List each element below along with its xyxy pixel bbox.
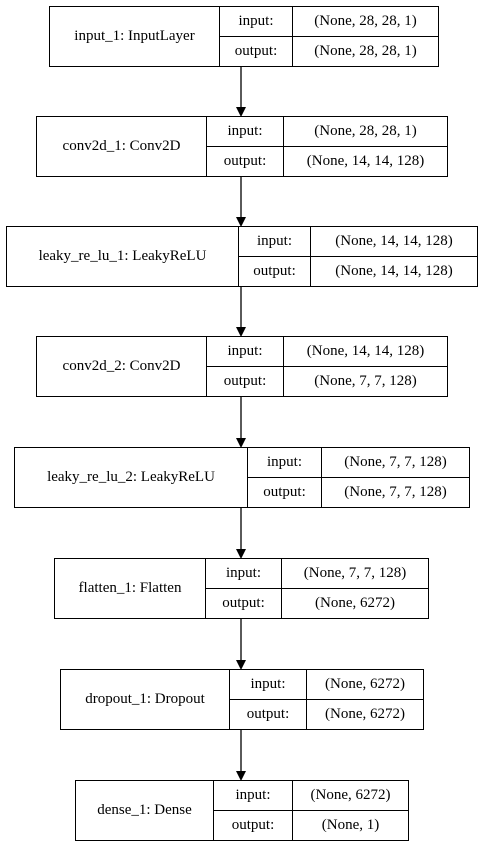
- input-label: input:: [220, 7, 293, 36]
- input-label: input:: [214, 781, 293, 810]
- output-shape: (None, 7, 7, 128): [314, 373, 417, 389]
- input-label: input:: [248, 448, 322, 477]
- layer-name: dropout_1: Dropout: [61, 670, 230, 729]
- layer-name: leaky_re_lu_1: LeakyReLU: [7, 227, 239, 286]
- input-shape: (None, 6272): [325, 676, 405, 692]
- output-shape: (None, 6272): [325, 706, 405, 722]
- layer-node-conv2d-2: conv2d_2: Conv2D input: (None, 14, 14, 1…: [36, 336, 448, 397]
- layer-name: conv2d_2: Conv2D: [37, 337, 207, 396]
- layer-node-flatten-1: flatten_1: Flatten input: (None, 7, 7, 1…: [54, 558, 429, 619]
- layer-node-leaky-re-lu-2: leaky_re_lu_2: LeakyReLU input: (None, 7…: [14, 447, 470, 508]
- layer-name: leaky_re_lu_2: LeakyReLU: [15, 448, 248, 507]
- layer-name: dense_1: Dense: [76, 781, 214, 840]
- output-shape: (None, 28, 28, 1): [314, 43, 417, 59]
- output-shape: (None, 7, 7, 128): [344, 484, 447, 500]
- input-label: input:: [239, 227, 311, 256]
- input-label: input:: [230, 670, 307, 699]
- input-shape: (None, 14, 14, 128): [335, 233, 453, 249]
- layer-node-dense-1: dense_1: Dense input: (None, 6272) outpu…: [75, 780, 409, 841]
- input-label: input:: [206, 559, 282, 588]
- layer-node-leaky-re-lu-1: leaky_re_lu_1: LeakyReLU input: (None, 1…: [6, 226, 478, 287]
- output-shape: (None, 14, 14, 128): [335, 263, 453, 279]
- input-shape: (None, 14, 14, 128): [306, 343, 425, 359]
- output-label: output:: [207, 147, 284, 176]
- output-label: output:: [206, 589, 282, 618]
- input-shape: (None, 28, 28, 1): [314, 123, 417, 139]
- output-shape: (None, 14, 14, 128): [306, 153, 425, 169]
- output-label: output:: [230, 700, 307, 729]
- output-shape: (None, 6272): [315, 595, 395, 611]
- input-shape: (None, 7, 7, 128): [344, 454, 447, 470]
- input-shape: (None, 6272): [310, 787, 391, 803]
- input-label: input:: [207, 117, 284, 146]
- input-shape: (None, 7, 7, 128): [303, 565, 407, 581]
- layer-name: conv2d_1: Conv2D: [37, 117, 207, 176]
- layer-node-input-1: input_1: InputLayer input: (None, 28, 28…: [49, 6, 439, 67]
- layer-name: input_1: InputLayer: [50, 7, 220, 66]
- output-label: output:: [239, 257, 311, 286]
- output-shape: (None, 1): [321, 817, 380, 833]
- layer-node-conv2d-1: conv2d_1: Conv2D input: (None, 28, 28, 1…: [36, 116, 448, 177]
- output-label: output:: [248, 478, 322, 507]
- output-label: output:: [207, 367, 284, 396]
- output-label: output:: [220, 37, 293, 66]
- input-label: input:: [207, 337, 284, 366]
- layer-name: flatten_1: Flatten: [55, 559, 206, 618]
- input-shape: (None, 28, 28, 1): [314, 13, 417, 29]
- layer-node-dropout-1: dropout_1: Dropout input: (None, 6272) o…: [60, 669, 424, 730]
- output-label: output:: [214, 811, 293, 840]
